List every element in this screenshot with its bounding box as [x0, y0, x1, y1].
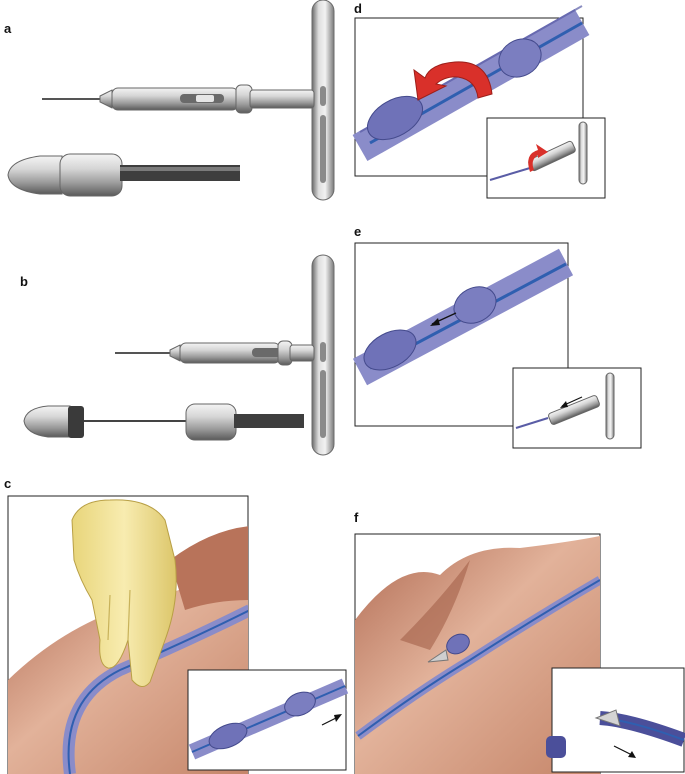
push-arrow-head [430, 318, 440, 326]
panel-label-c: c [4, 476, 12, 491]
needle-tip-cone [99, 89, 113, 109]
inset-tube-end [546, 736, 566, 758]
steel-tip [427, 649, 449, 663]
dilator-head [367, 95, 423, 141]
panel-label-d: d [354, 1, 362, 16]
inset-rotate-arrow [528, 144, 548, 172]
inset-pull-arrow-head [334, 714, 342, 722]
inset-wire [515, 417, 549, 429]
inset-push-arrow-head [628, 751, 636, 758]
panel-d-illustration [352, 5, 606, 199]
panel-e-illustration [352, 242, 642, 449]
dilator-shaft [234, 414, 304, 428]
t-handle-slot [320, 115, 326, 183]
dilator-collar [59, 153, 123, 197]
connector-sleeve [498, 38, 542, 78]
connector-joint [446, 633, 470, 655]
needle-handle-shaft [289, 344, 315, 362]
glove-finger-creases [107, 589, 131, 641]
needle-tip-cone [169, 344, 181, 362]
dilator-cap [68, 406, 84, 438]
dilator-collar [185, 403, 237, 441]
t-handle-slot-small [320, 86, 326, 106]
needle-handle-clip [196, 95, 214, 102]
inset-needle-handle [548, 395, 600, 425]
panel-c-illustration [7, 495, 349, 774]
t-handle-slot [320, 370, 326, 438]
panel-a-illustration [7, 0, 335, 201]
dilator-tip [23, 405, 71, 438]
gloved-hand [71, 499, 177, 687]
inset-t-handle [578, 121, 588, 185]
panel-label-a: a [4, 21, 12, 36]
inset-wire [489, 167, 531, 181]
panel-b-illustration [23, 254, 335, 456]
inset-steel-tip [594, 709, 621, 727]
panel-label-f: f [354, 510, 359, 525]
catheter-core [67, 609, 248, 774]
needle-handle-shaft [249, 89, 315, 109]
dilator-head [363, 329, 417, 371]
knee-shadow [400, 560, 470, 650]
inset-dilator-head [208, 722, 248, 750]
panel-f-illustration [354, 533, 685, 774]
dilator-tip [7, 155, 63, 195]
dilator-shaft-highlight [120, 167, 240, 171]
catheter-core [357, 579, 600, 737]
rotate-arrow [413, 61, 493, 101]
connector-sleeve [453, 286, 497, 324]
arm-skin-upper [170, 526, 248, 610]
inset-push-arrow-head [560, 401, 568, 408]
inset-t-handle [605, 372, 615, 440]
panel-label-b: b [20, 274, 28, 289]
inset-connector [284, 691, 316, 717]
panel-label-e: e [354, 224, 362, 239]
t-handle-slot-small [320, 342, 326, 362]
